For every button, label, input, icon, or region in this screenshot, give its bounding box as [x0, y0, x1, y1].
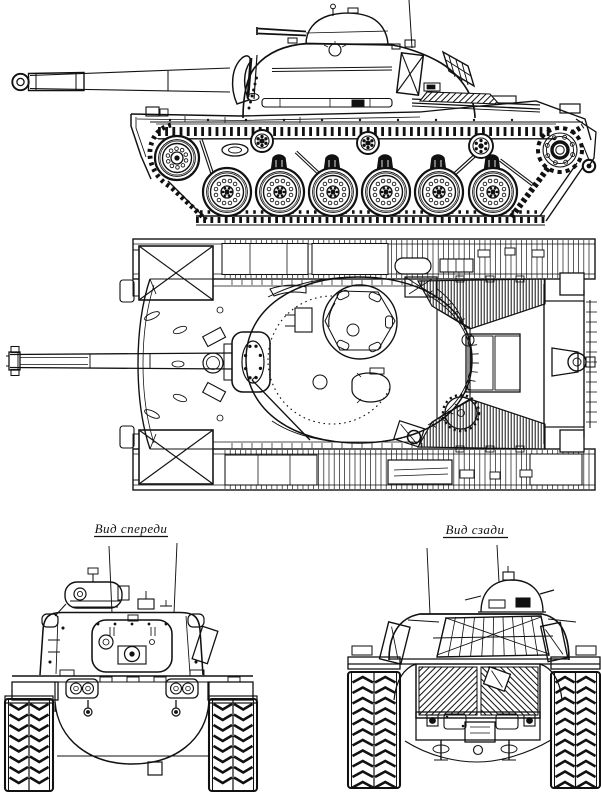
svg-text:Вид сзади: Вид сзади [445, 522, 504, 537]
svg-text:Вид спереди: Вид спереди [95, 521, 168, 536]
